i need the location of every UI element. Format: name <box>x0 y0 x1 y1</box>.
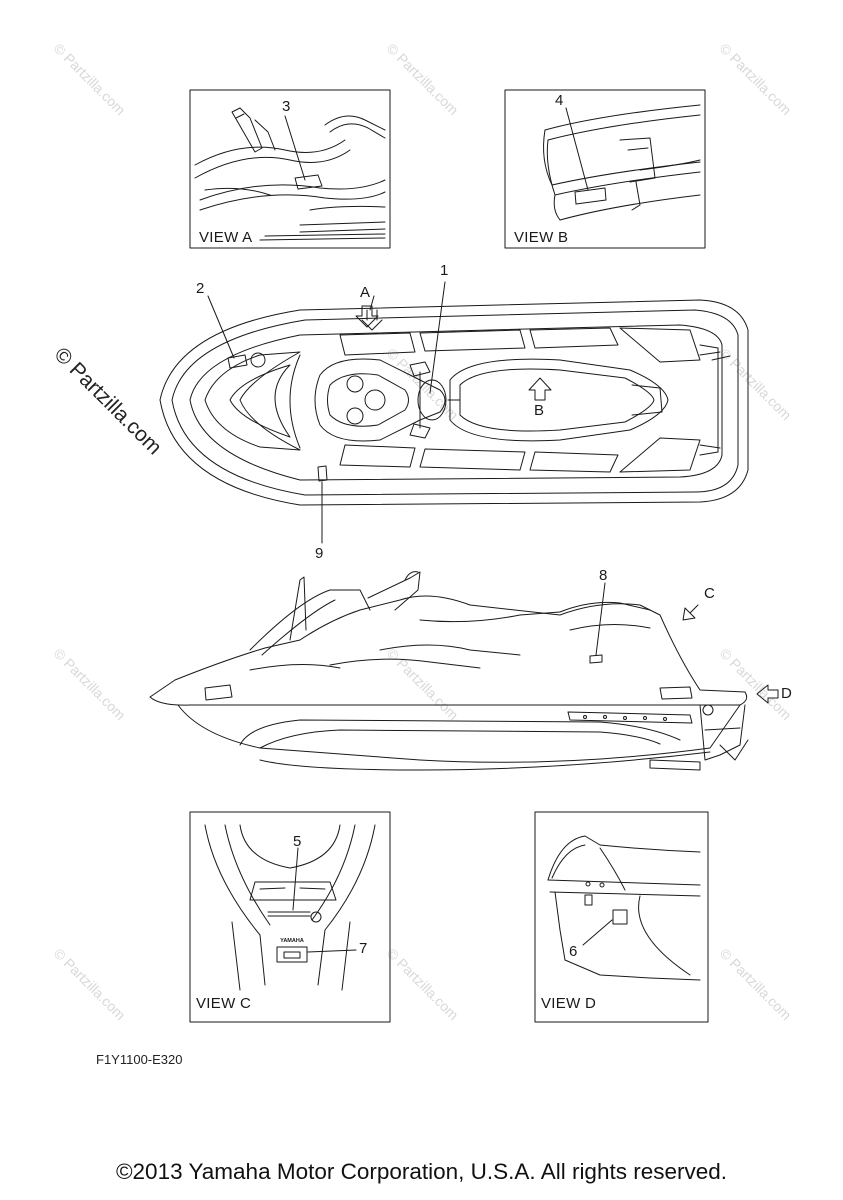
view-a-frame <box>189 89 391 249</box>
leader-8 <box>595 582 606 656</box>
view-b-frame <box>504 89 706 249</box>
view-c-label: VIEW C <box>196 995 252 1012</box>
arrow-a-label: A <box>360 284 371 301</box>
view-d-frame <box>534 811 709 1023</box>
callout-4: 4 <box>555 92 564 109</box>
leader-3 <box>284 115 306 181</box>
top-view-hull <box>159 295 749 506</box>
leader-6 <box>582 919 613 946</box>
callout-1: 1 <box>440 262 449 279</box>
arrow-a <box>355 305 379 328</box>
callout-9: 9 <box>315 545 324 562</box>
callout-3: 3 <box>282 98 291 115</box>
leader-1 <box>429 281 446 394</box>
leader-2 <box>207 295 235 359</box>
view-b-label: VIEW B <box>514 229 569 246</box>
view-d-label: VIEW D <box>541 995 597 1012</box>
callout-7: 7 <box>359 940 368 957</box>
view-c-frame <box>189 811 391 1023</box>
callout-6: 6 <box>569 943 578 960</box>
side-view-hull <box>149 571 749 771</box>
arrow-c <box>682 604 699 621</box>
arrow-b <box>528 377 552 401</box>
leader-4 <box>565 107 589 191</box>
arrow-b-label: B <box>534 402 545 419</box>
view-d-drawing <box>547 835 701 981</box>
leader-5 <box>292 847 299 911</box>
view-b-drawing <box>543 104 701 221</box>
callout-2: 2 <box>196 280 205 297</box>
view-c-drawing <box>204 824 376 991</box>
callout-8: 8 <box>599 567 608 584</box>
arrow-d-label: D <box>781 685 792 702</box>
arrow-d <box>756 684 779 704</box>
copyright-notice: ©2013 Yamaha Motor Corporation, U.S.A. A… <box>115 1159 728 1184</box>
leader-7 <box>307 949 357 953</box>
view-a-drawing <box>194 107 386 241</box>
callout-5: 5 <box>293 833 302 850</box>
yamaha-badge: YAMAHA <box>280 938 304 944</box>
figure-code: F1Y1100-E320 <box>96 1052 183 1067</box>
arrow-c-label: C <box>704 585 715 602</box>
view-a-label: VIEW A <box>199 229 253 246</box>
